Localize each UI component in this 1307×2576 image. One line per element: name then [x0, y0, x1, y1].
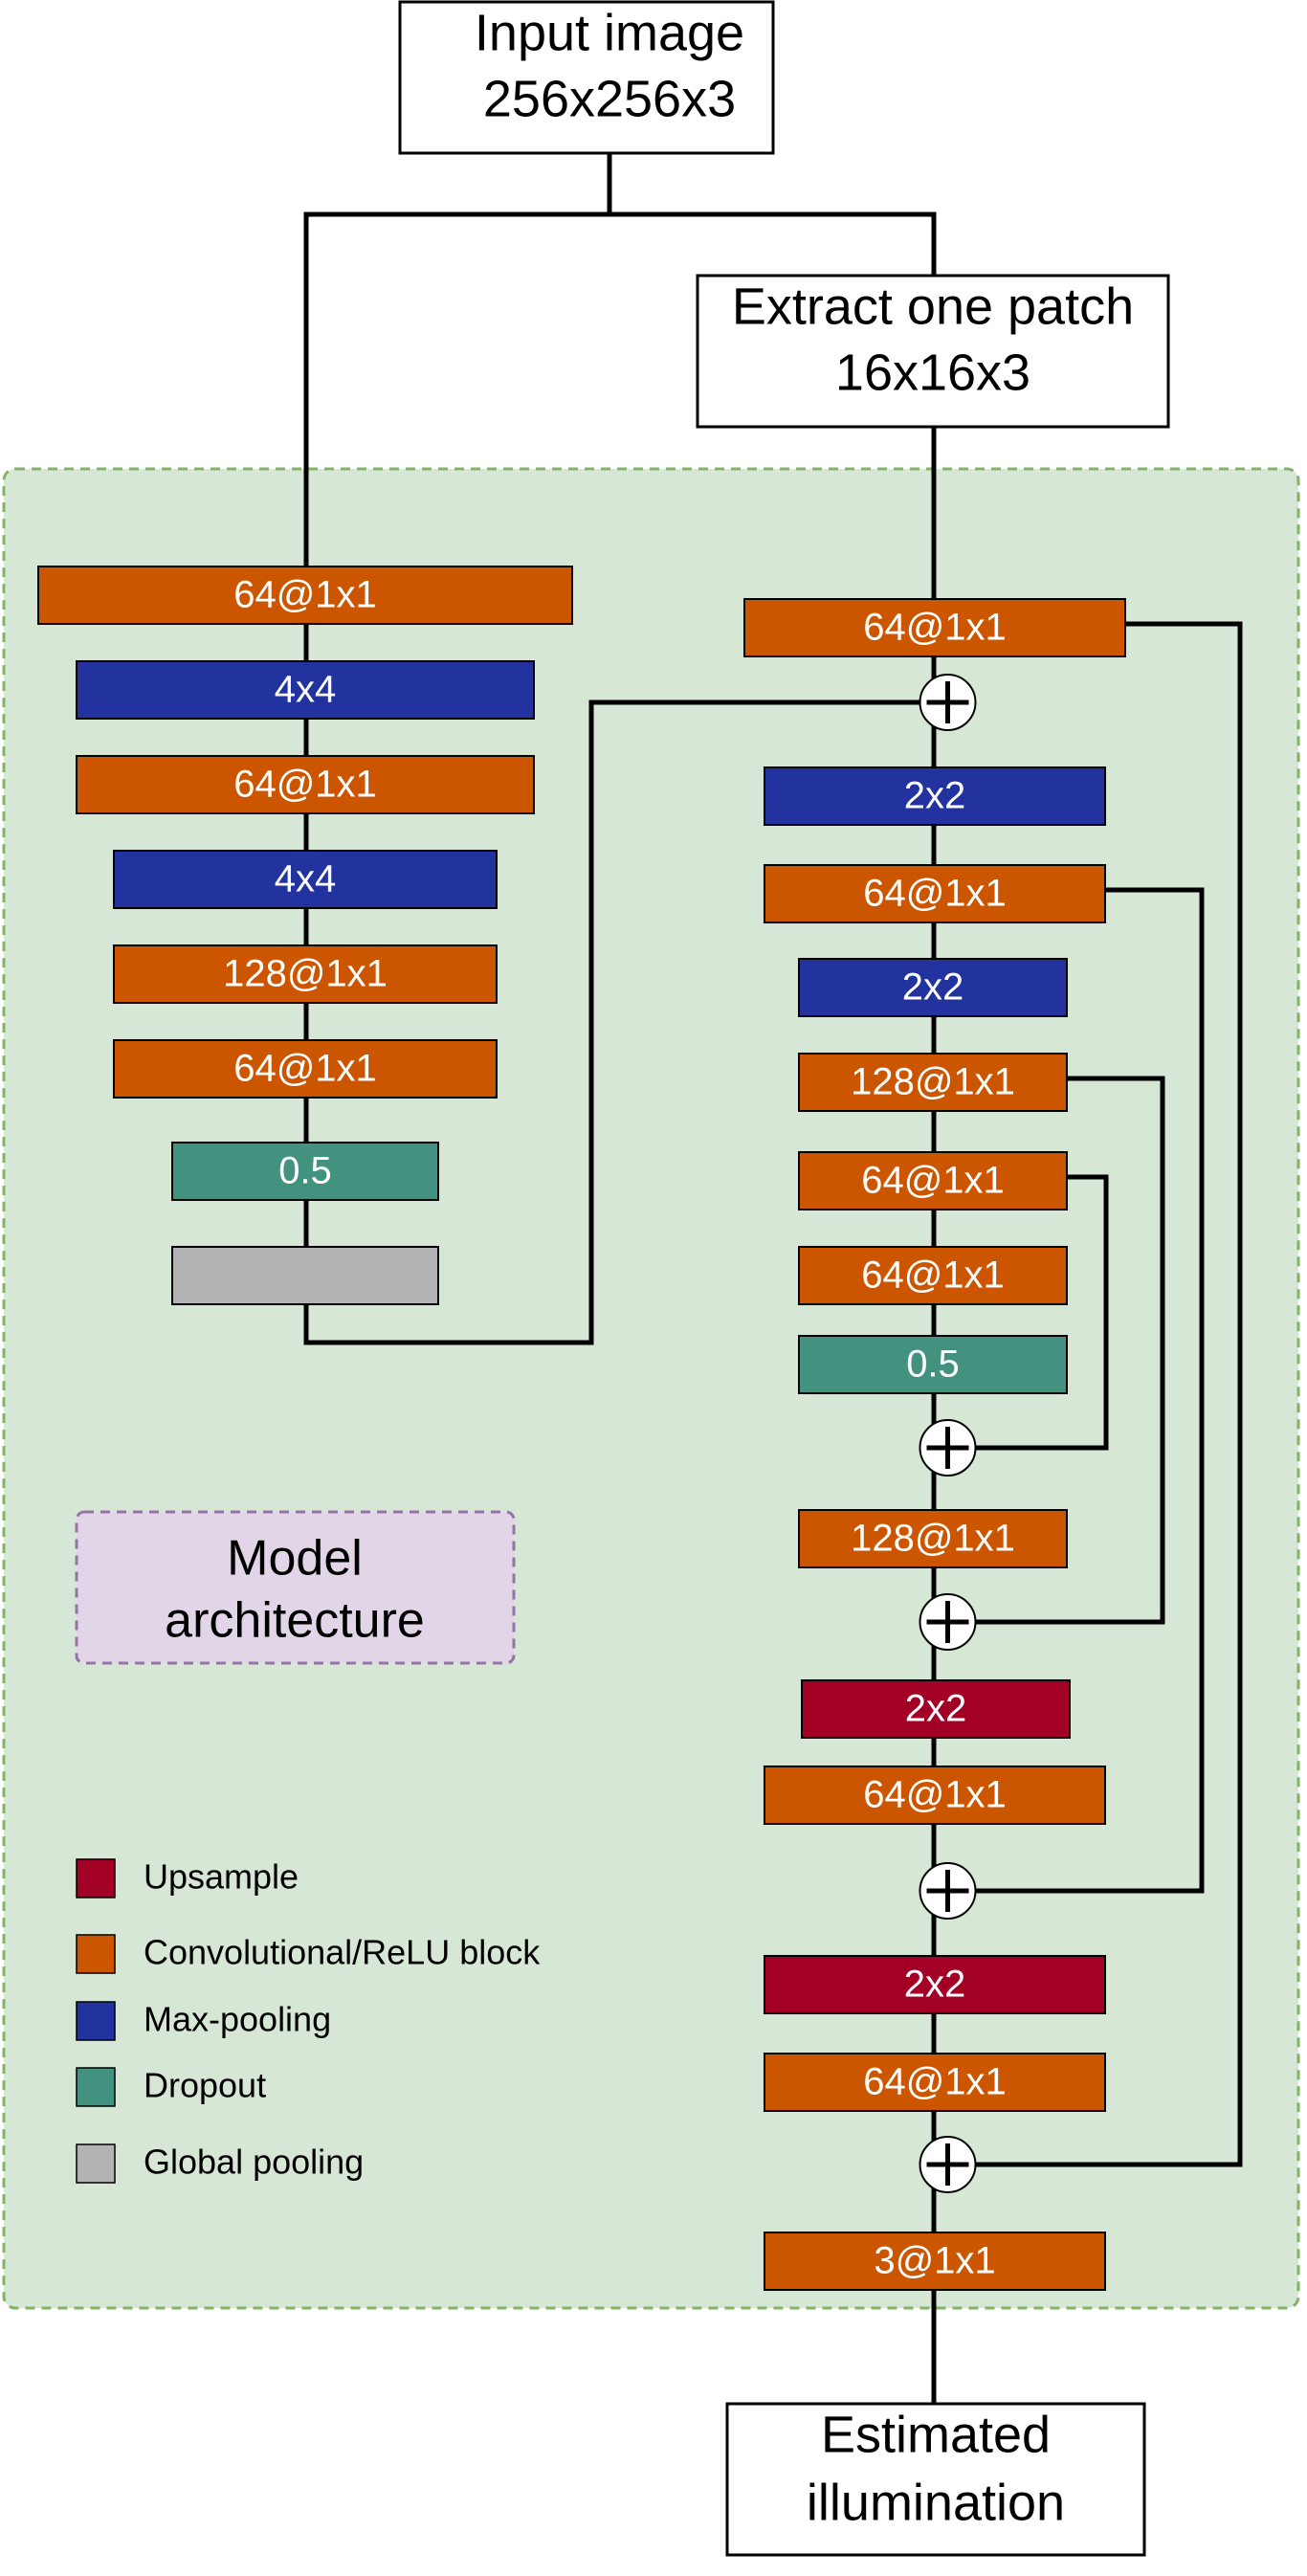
left-dropout-block-label: 0.5	[278, 1150, 332, 1192]
right-dropout-block-label: 0.5	[906, 1344, 960, 1386]
output-line1: Estimated	[821, 2406, 1051, 2463]
right-conv-block-label: 64@1x1	[861, 1255, 1005, 1297]
right-conv-block	[764, 864, 1106, 923]
right-branch: 64@1x1 2x2 64@1x1 2x2 128@1x1 64@1x1 64@1x1 0.5…	[743, 598, 1126, 2291]
left-conv-block	[76, 755, 535, 814]
right-maxpool-block-label: 2x2	[902, 966, 964, 1009]
legend-swatch-maxpool	[76, 2001, 116, 2041]
input-image-box	[398, 0, 775, 155]
patch-connector	[609, 211, 937, 276]
right-conv-block-label: 64@1x1	[861, 1160, 1005, 1202]
model-label-line2: architecture	[165, 1593, 425, 1649]
skip-connection-3	[962, 1076, 1165, 1625]
right-conv-block	[764, 1765, 1106, 1825]
skip-connection-inner	[962, 1174, 1109, 1451]
right-conv-block-label: 3@1x1	[874, 2240, 995, 2282]
extract-patch-title: Extract one patch	[732, 278, 1134, 335]
right-upsample-block-label: 2x2	[905, 1688, 967, 1730]
legend-label-globalpool: Global pooling	[144, 2143, 364, 2182]
left-maxpool-block	[76, 660, 535, 720]
legend-label-conv: Convolutional/ReLU block	[144, 1933, 541, 1972]
left-dropout-block	[171, 1142, 439, 1201]
right-upsample-block	[801, 1679, 1071, 1739]
skip-connection-outer	[962, 621, 1243, 2167]
left-conv-block	[37, 566, 573, 625]
right-maxpool-block-label: 2x2	[904, 775, 966, 817]
right-upsample-block-label: 2x2	[904, 1964, 966, 2006]
left-conv-block-label: 64@1x1	[233, 574, 377, 616]
legend-swatch-globalpool	[76, 2143, 116, 2184]
right-maxpool-block	[764, 766, 1106, 826]
right-conv-block-label: 64@1x1	[863, 607, 1007, 649]
input-image-title: Input image	[475, 4, 744, 61]
extract-patch-size: 16x16x3	[835, 344, 1030, 401]
legend-label-upsample: Upsample	[144, 1857, 299, 1897]
legend-swatch-upsample	[76, 1858, 116, 1899]
output-line2: illumination	[807, 2474, 1065, 2531]
model-panel	[2, 467, 1300, 2310]
right-conv-block-label: 64@1x1	[863, 873, 1007, 915]
left-conv-block	[113, 944, 498, 1004]
right-conv-block	[798, 1509, 1068, 1568]
right-conv-block-label: 64@1x1	[863, 1774, 1007, 1816]
right-conv-block-label: 128@1x1	[851, 1061, 1015, 1103]
extract-patch-box	[696, 274, 1170, 429]
right-conv-block-label: 64@1x1	[863, 2061, 1007, 2103]
right-conv-block-label: 128@1x1	[851, 1518, 1015, 1560]
left-branch: 64@1x1 4x4 64@1x1 4x4 128@1x1 64@1x1 0.5	[37, 566, 573, 1305]
left-maxpool-block-label: 4x4	[275, 858, 337, 900]
skip-connection-2	[962, 887, 1205, 1894]
left-maxpool-block-label: 4x4	[275, 669, 337, 711]
estimated-illumination-box	[725, 2402, 1146, 2557]
legend-swatch-conv	[76, 1934, 116, 1974]
left-globalpool-block	[171, 1246, 439, 1305]
right-maxpool-block	[798, 958, 1068, 1017]
right-upsample-block	[764, 1955, 1106, 2014]
right-conv-block	[798, 1053, 1068, 1112]
right-conv-block	[764, 2053, 1106, 2112]
left-maxpool-block	[113, 850, 498, 909]
model-label-box	[75, 1510, 516, 1665]
right-conv-block	[798, 1151, 1068, 1210]
left-conv-block-label: 64@1x1	[233, 1048, 377, 1090]
input-image-size: 256x256x3	[483, 70, 736, 127]
legend-label-dropout: Dropout	[144, 2066, 266, 2105]
right-conv-block	[798, 1246, 1068, 1305]
left-conv-block-label: 128@1x1	[223, 953, 388, 995]
legend-swatch-dropout	[76, 2067, 116, 2107]
left-conv-block	[113, 1039, 498, 1099]
right-dropout-block	[798, 1335, 1068, 1394]
left-conv-block-label: 64@1x1	[233, 764, 377, 806]
legend-label-maxpool: Max-pooling	[144, 2000, 331, 2039]
right-conv-block	[743, 598, 1126, 657]
model-label-line1: Model	[227, 1531, 363, 1587]
right-conv-block	[764, 2232, 1106, 2291]
connector-lines	[303, 153, 1243, 2404]
